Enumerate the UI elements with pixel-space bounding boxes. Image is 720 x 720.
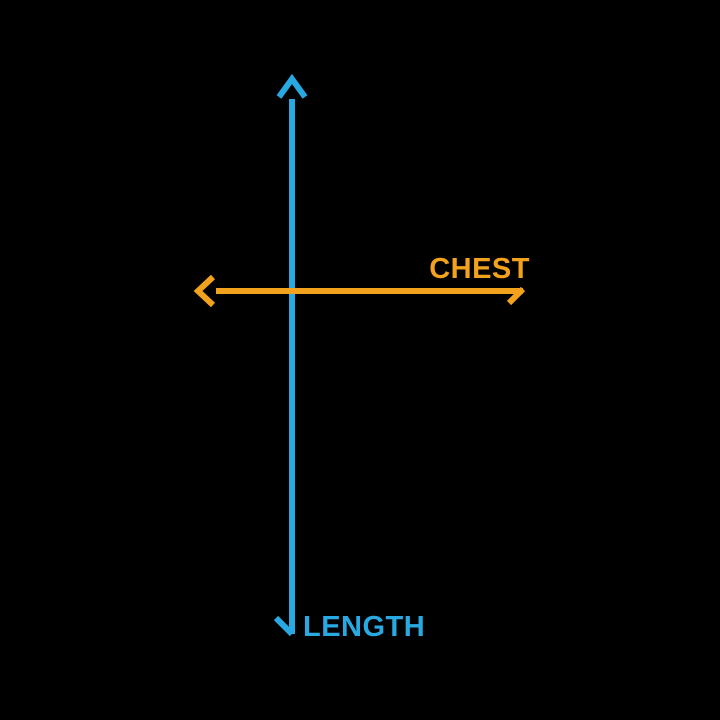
length-label: LENGTH [303,611,426,643]
arrow-right-hook-icon [506,286,526,306]
arrow-left-icon [193,274,216,308]
arrow-up-icon [276,73,308,99]
length-arrow [273,73,308,637]
chest-arrow [193,274,526,308]
chest-label: CHEST [429,253,530,285]
arrow-down-hook-icon [273,615,295,637]
